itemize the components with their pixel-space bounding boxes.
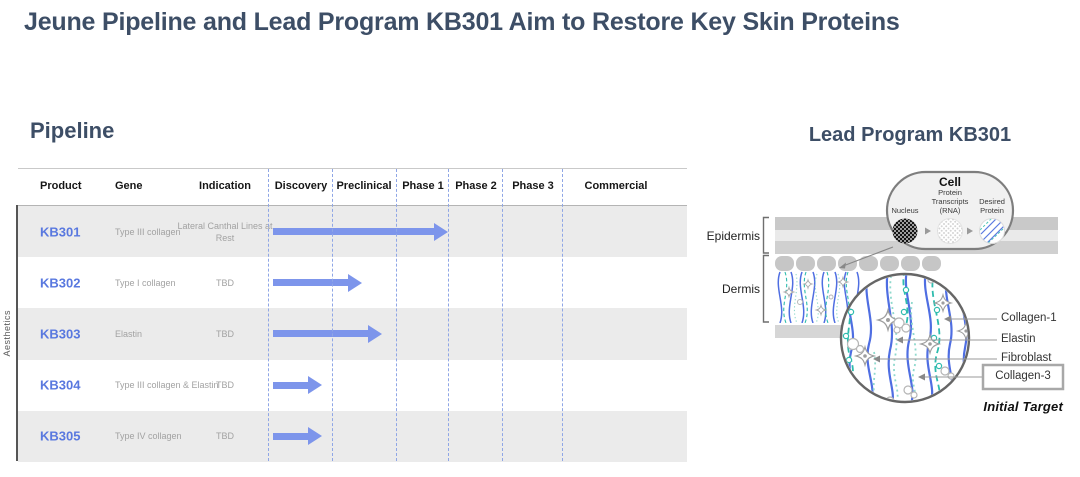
annotation-fibroblast: Fibroblast [1001, 352, 1052, 364]
phase-divider [396, 169, 397, 461]
product-code: KB302 [40, 275, 81, 291]
aesthetics-category: Aesthetics [0, 205, 14, 461]
phase-divider [268, 169, 269, 461]
gene-name: Type I collagen [115, 277, 176, 288]
annotation-collagen3: Collagen-3 [995, 370, 1051, 382]
phase-divider [448, 169, 449, 461]
indication: TBD [216, 277, 234, 288]
pipeline-table: Product Gene Indication Discovery Precli… [18, 168, 687, 462]
table-row-kb304: KB304 Type III collagen & Elastin TBD [18, 360, 687, 411]
aesthetics-category-label: Aesthetics [2, 309, 12, 357]
table-row-kb302: KB302 Type I collagen TBD [18, 257, 687, 308]
product-code: KB304 [40, 377, 81, 393]
product-code: KB301 [40, 224, 81, 240]
pipeline-table-header: Product Gene Indication Discovery Precli… [18, 169, 687, 206]
rna-label: Protein Transcripts (RNA) [931, 188, 969, 215]
cell-inset-title: Cell [938, 175, 961, 189]
annotation-collagen1: Collagen-1 [1001, 312, 1057, 324]
arrow-head-icon [308, 376, 322, 395]
phase-divider [502, 169, 503, 461]
arrow-body [273, 228, 434, 236]
magnifier-circle [841, 274, 969, 402]
indication: Lateral Canthal Lines at Rest [177, 220, 273, 243]
epidermis-label: Epidermis [706, 229, 760, 243]
column-header-discovery: Discovery [274, 180, 328, 192]
slide-title: Jeune Pipeline and Lead Program KB301 Ai… [24, 8, 900, 36]
desired-protein-label: Desired Protein [979, 197, 1005, 215]
column-header-phase2: Phase 2 [455, 180, 497, 192]
phase-divider [332, 169, 333, 461]
product-code: KB305 [40, 428, 81, 444]
column-header-phase3: Phase 3 [512, 180, 554, 192]
step-arrow-icon [967, 227, 973, 235]
progress-arrow [273, 376, 322, 395]
arrow-head-icon [348, 273, 362, 292]
column-header-indication: Indication [199, 180, 251, 192]
gene-name: Type IV collagen [115, 431, 182, 442]
progress-arrow [273, 222, 448, 241]
nucleus-label: Nucleus [891, 206, 919, 215]
gene-name: Type III collagen [115, 226, 181, 237]
skin-diagram-graphic [762, 170, 1065, 404]
arrow-head-icon [434, 222, 448, 241]
progress-arrow [273, 273, 362, 292]
aesthetics-category-line [16, 205, 18, 461]
arrow-body [273, 279, 348, 287]
table-row-kb305: KB305 Type IV collagen TBD [18, 410, 687, 462]
table-row-kb301: KB301 Type III collagen Lateral Canthal … [18, 206, 687, 258]
annotation-arrowheads [873, 315, 951, 381]
collagen3-highlight-box [981, 363, 1065, 391]
column-header-commercial: Commercial [584, 180, 648, 192]
annotation-leader-lines [874, 318, 997, 378]
pipeline-heading: Pipeline [30, 118, 115, 143]
layer-brackets [762, 216, 769, 323]
arrow-body [273, 432, 308, 440]
annotation-elastin: Elastin [1001, 333, 1036, 345]
table-row-kb303: KB303 Elastin TBD [18, 308, 687, 360]
indication: TBD [216, 380, 234, 391]
lead-program-heading: Lead Program KB301 [808, 124, 1012, 146]
inset-pointer-arrow [839, 246, 894, 269]
indication: TBD [216, 431, 234, 442]
column-header-phase1: Phase 1 [402, 180, 444, 192]
arrow-head-icon [308, 427, 322, 446]
progress-arrow [273, 427, 322, 446]
basal-cell-row [775, 256, 941, 271]
arrow-body [273, 330, 368, 338]
column-header-gene: Gene [115, 180, 143, 192]
dermis-label: Dermis [722, 282, 760, 296]
lead-program-diagram: Epidermis Dermis Cell Nucleus Protein Tr… [700, 160, 1080, 477]
product-code: KB303 [40, 326, 81, 342]
column-header-product: Product [40, 180, 82, 192]
phase-divider [562, 169, 563, 461]
arrow-head-icon [368, 324, 382, 343]
column-header-preclinical: Preclinical [336, 180, 392, 192]
gene-name: Elastin [115, 328, 143, 339]
cell-inset-graphic [885, 170, 1015, 251]
gene-name: Type III collagen & Elastin [115, 380, 219, 391]
indication: TBD [216, 328, 234, 339]
progress-arrow [273, 324, 382, 343]
arrow-body [273, 381, 308, 389]
step-arrow-icon [925, 227, 931, 235]
initial-target-label: Initial Target [983, 399, 1063, 414]
